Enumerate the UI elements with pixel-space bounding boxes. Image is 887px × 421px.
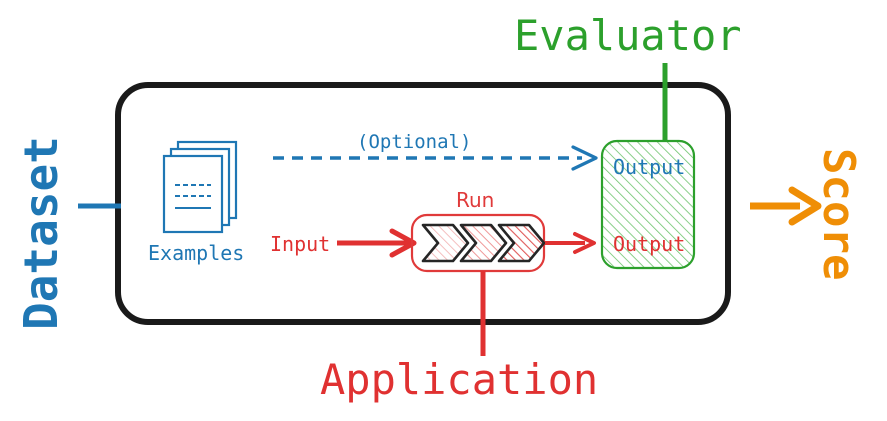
score-arrow — [750, 186, 822, 226]
optional-label: (Optional) — [357, 131, 472, 153]
examples-document-stack-icon — [162, 140, 238, 234]
chevron-3 — [497, 223, 546, 263]
application-label: Application — [320, 355, 599, 404]
dataset-label: Dataset — [14, 136, 68, 330]
input-label: Input — [270, 232, 331, 256]
evaluator-output-box — [600, 139, 696, 270]
run-label: Run — [456, 188, 495, 212]
chevron-2 — [459, 223, 508, 263]
input-arrow — [337, 228, 417, 258]
output-top-label: Output — [613, 155, 686, 179]
evaluator-label: Evaluator — [514, 11, 742, 60]
chevron-1 — [421, 223, 470, 263]
output-bottom-label: Output — [613, 232, 686, 256]
run-output-arrow — [545, 232, 596, 254]
score-label: Score — [813, 148, 864, 281]
examples-label: Examples — [148, 241, 245, 265]
optional-dashed-arrow — [273, 145, 598, 171]
chevron-group — [421, 223, 546, 263]
